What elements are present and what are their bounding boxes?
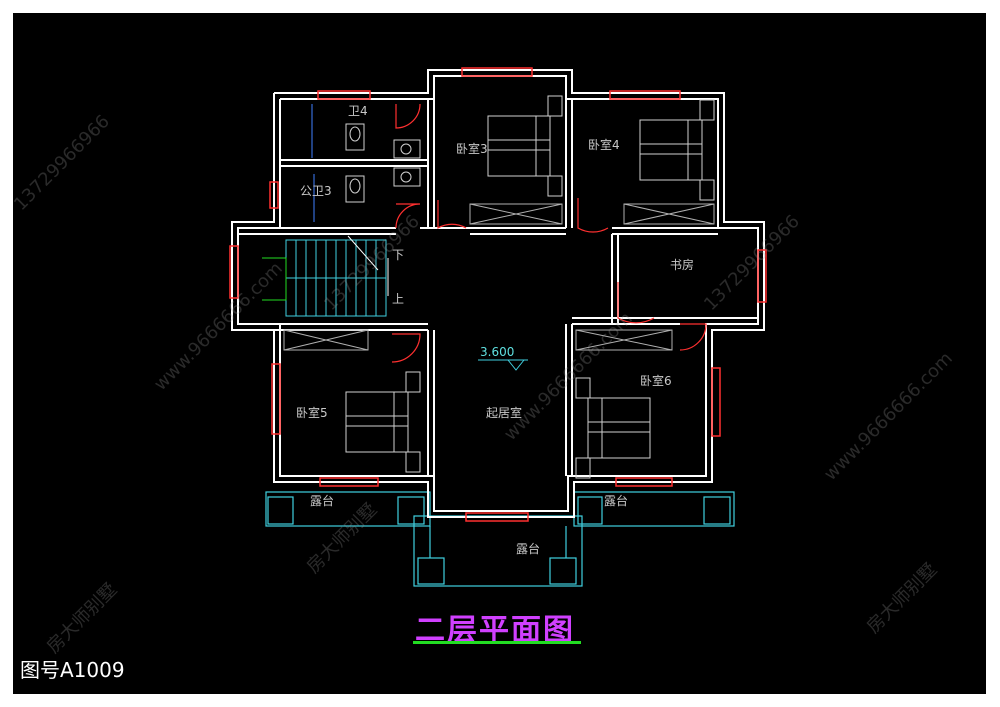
beds: [345, 95, 715, 479]
drawing-canvas: [13, 13, 986, 694]
bed-bedroom6: [587, 397, 651, 459]
bedroom4-label: 卧室4: [588, 138, 620, 152]
windows: [229, 67, 767, 522]
terrace-left-pillar-2: [397, 496, 425, 525]
bath4-label: 卫4: [348, 104, 368, 118]
stair-up-label: 上: [392, 292, 405, 306]
door-study: [617, 282, 655, 324]
window-bedroom6-bottom: [615, 477, 673, 487]
terrace-bottom-outline: [413, 515, 583, 587]
window-living: [465, 512, 529, 522]
window-bedroom5: [271, 363, 281, 435]
title-underline: [413, 641, 581, 644]
door-bedroom6: [679, 323, 707, 351]
terrace-right-label: 露台: [604, 494, 629, 508]
door-bedroom4: [577, 198, 609, 233]
bedroom3-label: 卧室3: [456, 142, 488, 156]
bed-bedroom4: [639, 119, 703, 181]
window-public-bath: [269, 181, 279, 209]
terrace-left-pillar: [267, 496, 294, 525]
terrace-bottom-label: 露台: [516, 542, 541, 556]
door-bedroom3: [437, 200, 467, 230]
door-public-bath: [395, 203, 421, 229]
bedroom6-label: 卧室6: [640, 374, 672, 388]
walls: [231, 69, 765, 518]
level-label: 3.600: [480, 345, 515, 359]
terrace-right-pillar: [577, 496, 603, 525]
bath-fixtures: [311, 104, 421, 222]
public-bath3-label: 公卫3: [300, 184, 332, 198]
door-bedroom5: [391, 333, 421, 363]
staircase: [262, 235, 389, 317]
window-bedroom5-bottom: [319, 477, 379, 487]
window-bedroom6: [711, 367, 721, 437]
window-study: [757, 249, 767, 303]
window-bedroom3: [461, 67, 533, 77]
stair-down-label: 下: [392, 248, 405, 262]
terrace-left-label: 露台: [310, 494, 335, 508]
terrace-left-outline: [265, 491, 431, 527]
terrace-bottom-pillar-2: [549, 557, 577, 585]
bed-bedroom5: [345, 391, 409, 453]
terraces: [265, 491, 735, 587]
drawing-number: 图号A1009: [20, 658, 125, 682]
study-label: 书房: [670, 258, 695, 272]
terrace-bottom-pillar: [417, 557, 445, 585]
bedroom5-label: 卧室5: [296, 406, 328, 420]
living-label: 起居室: [486, 406, 523, 420]
doors: [391, 103, 707, 363]
wardrobes: [283, 203, 715, 351]
window-bedroom4: [609, 90, 681, 100]
level-marker: [478, 359, 528, 371]
window-bath4: [317, 90, 371, 100]
door-bath4: [395, 103, 421, 129]
window-stair: [229, 245, 239, 299]
terrace-right-pillar-2: [703, 496, 731, 525]
bed-bedroom3: [487, 115, 551, 177]
